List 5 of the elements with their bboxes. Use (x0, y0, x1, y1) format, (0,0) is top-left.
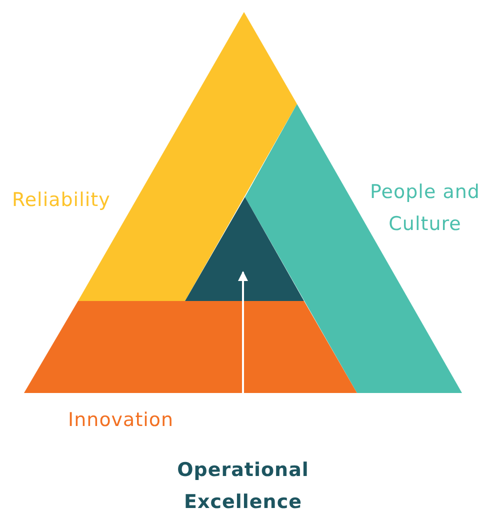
reliability-label: Reliability (12, 188, 112, 213)
center-triangle (185, 197, 304, 301)
node-label: Operational Excellence (150, 454, 336, 513)
people-culture-label: People and Culture (369, 180, 481, 237)
innovation-label: Innovation (68, 408, 175, 433)
